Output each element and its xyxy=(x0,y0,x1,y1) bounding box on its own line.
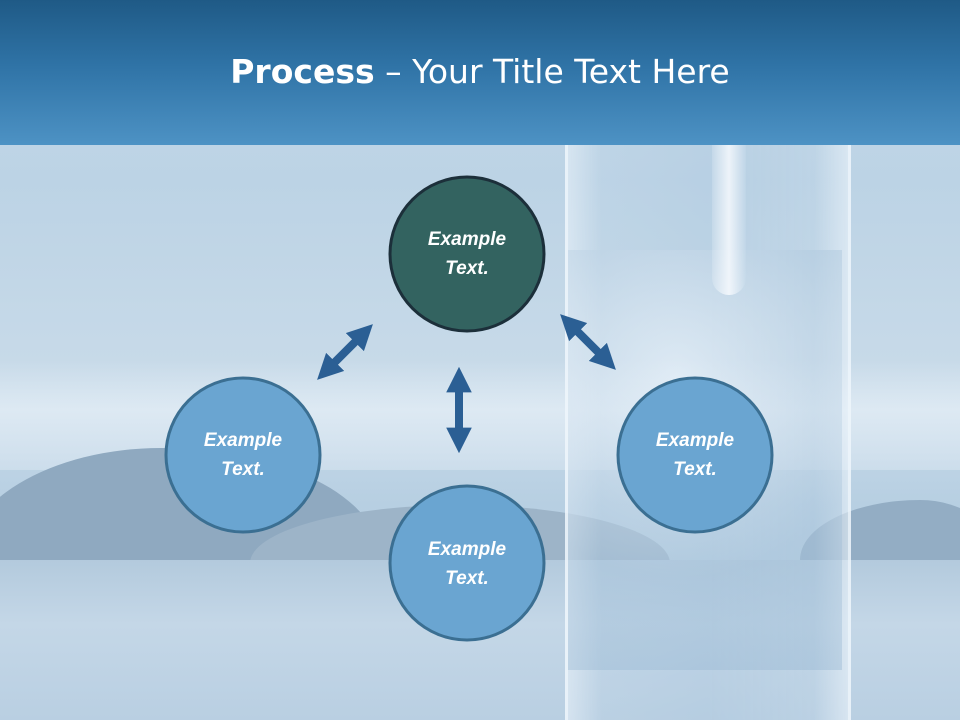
double-arrow-top-left xyxy=(317,324,373,380)
node-top-line2: Text. xyxy=(445,258,489,279)
node-left[interactable] xyxy=(164,376,322,534)
node-bottom-label: Example Text. xyxy=(392,535,542,593)
title-bar xyxy=(0,0,960,145)
node-top[interactable] xyxy=(388,175,546,333)
node-top-label: Example Text. xyxy=(392,225,542,283)
pouring-water-stream xyxy=(712,145,746,295)
node-left-line1: Example xyxy=(203,430,283,451)
title-bold: Process xyxy=(230,52,375,91)
node-right-line2: Text. xyxy=(673,459,717,480)
node-top-line1: Example xyxy=(427,229,507,250)
node-bottom[interactable] xyxy=(388,484,546,642)
node-left-label: Example Text. xyxy=(168,426,318,484)
node-bottom-line1: Example xyxy=(427,539,507,560)
node-left-line2: Text. xyxy=(221,459,265,480)
node-right[interactable] xyxy=(616,376,774,534)
node-bottom-line2: Text. xyxy=(445,568,489,589)
title-rest: – Your Title Text Here xyxy=(374,52,730,91)
node-right-label: Example Text. xyxy=(620,426,770,484)
node-right-line1: Example xyxy=(655,430,735,451)
slide-title: Process – Your Title Text Here xyxy=(0,52,960,91)
double-arrow-top-right xyxy=(560,314,616,370)
